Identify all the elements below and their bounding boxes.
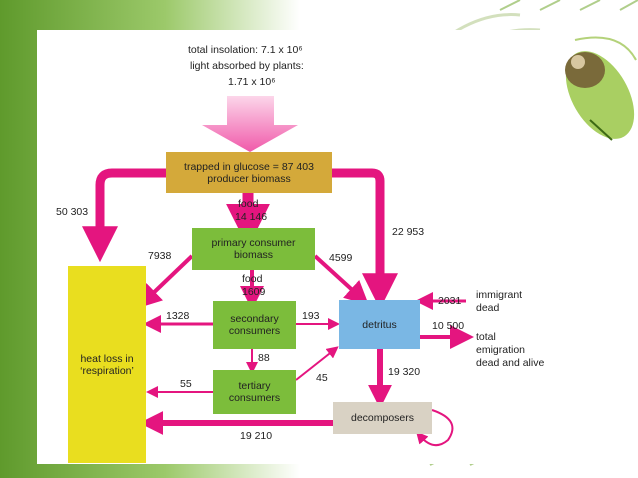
primary-label-2: biomass bbox=[233, 249, 274, 261]
tertiary-label-2: consumers bbox=[228, 392, 281, 404]
detritus-box-shape bbox=[339, 300, 420, 349]
flow-decomposers-heat: 19 210 bbox=[240, 430, 273, 442]
flow-immigrant-value: 2031 bbox=[438, 295, 462, 307]
heat-label-2: ‘respiration’ bbox=[80, 364, 134, 377]
arrow-primary-heat bbox=[137, 254, 194, 309]
flow-emigration-label-2: emigration bbox=[476, 344, 526, 356]
arrow-producer-detritus bbox=[332, 168, 398, 310]
tertiary-consumers-box: tertiary consumers bbox=[213, 370, 296, 414]
flow-food-1-value: 14 146 bbox=[235, 211, 268, 223]
flow-primary-heat: 7938 bbox=[148, 250, 172, 262]
flow-tertiary-detritus: 45 bbox=[316, 372, 328, 384]
flow-producer-heat: 50 303 bbox=[56, 206, 89, 218]
arrow-primary-detritus bbox=[313, 254, 369, 306]
decomposers-box-shape bbox=[333, 402, 432, 434]
flow-emigration-label-1: total bbox=[476, 331, 496, 343]
arrow-producer-heat bbox=[82, 168, 166, 263]
secondary-box-shape bbox=[213, 301, 296, 349]
heat-loss-box: heat loss in ‘respiration’ bbox=[68, 266, 146, 463]
heat-box-shape bbox=[68, 266, 146, 463]
insolation-arrow bbox=[202, 96, 298, 152]
flow-emigration-label-3: dead and alive bbox=[476, 357, 545, 369]
producer-box-shape bbox=[166, 152, 332, 193]
flow-secondary-detritus: 193 bbox=[302, 310, 320, 322]
insolation-line-1: total insolation: 7.1 x 10⁶ bbox=[188, 44, 303, 56]
insolation-line-2: light absorbed by plants: bbox=[190, 60, 304, 72]
tertiary-box-shape bbox=[213, 370, 296, 414]
decomposers-label: decomposers bbox=[350, 412, 415, 424]
flow-secondary-tertiary: 88 bbox=[258, 352, 270, 364]
producer-label-2: producer biomass bbox=[207, 172, 291, 185]
primary-consumer-box: primary consumer biomass bbox=[192, 228, 315, 270]
secondary-label-1: secondary bbox=[230, 313, 279, 325]
flow-food-2-value: 1609 bbox=[242, 286, 266, 298]
flow-primary-detritus: 4599 bbox=[329, 252, 353, 264]
flow-producer-detritus: 22 953 bbox=[392, 226, 425, 238]
flow-food-2-word: food bbox=[242, 273, 263, 285]
arrow-tertiary-detritus bbox=[295, 346, 339, 381]
secondary-consumers-box: secondary consumers bbox=[213, 301, 296, 349]
primary-box-shape bbox=[192, 228, 315, 270]
producer-box: trapped in glucose = 87 403 producer bio… bbox=[166, 152, 332, 193]
secondary-label-2: consumers bbox=[228, 325, 281, 337]
arrow-decomposers-loop bbox=[416, 409, 454, 447]
decomposers-box: decomposers bbox=[333, 402, 432, 434]
leaf-decoration-icon bbox=[565, 36, 637, 141]
flow-detritus-decomposers: 19 320 bbox=[388, 366, 421, 378]
insolation-line-3: 1.71 x 10⁶ bbox=[228, 76, 276, 88]
flow-food-1-word: food bbox=[238, 198, 259, 210]
producer-label-1: trapped in glucose = 87 403 bbox=[184, 160, 314, 173]
flow-immigrant-label-1: immigrant bbox=[476, 289, 523, 301]
flow-secondary-heat: 1328 bbox=[166, 310, 190, 322]
detritus-box: detritus bbox=[339, 300, 420, 349]
tertiary-label-1: tertiary bbox=[238, 380, 271, 392]
flow-tertiary-heat: 55 bbox=[180, 378, 192, 390]
flow-emigration-value: 10 500 bbox=[432, 320, 465, 332]
heat-label-1: heat loss in bbox=[80, 352, 134, 365]
flow-immigrant-label-2: dead bbox=[476, 302, 500, 314]
detritus-label: detritus bbox=[362, 318, 397, 331]
primary-label-1: primary consumer bbox=[211, 237, 296, 249]
